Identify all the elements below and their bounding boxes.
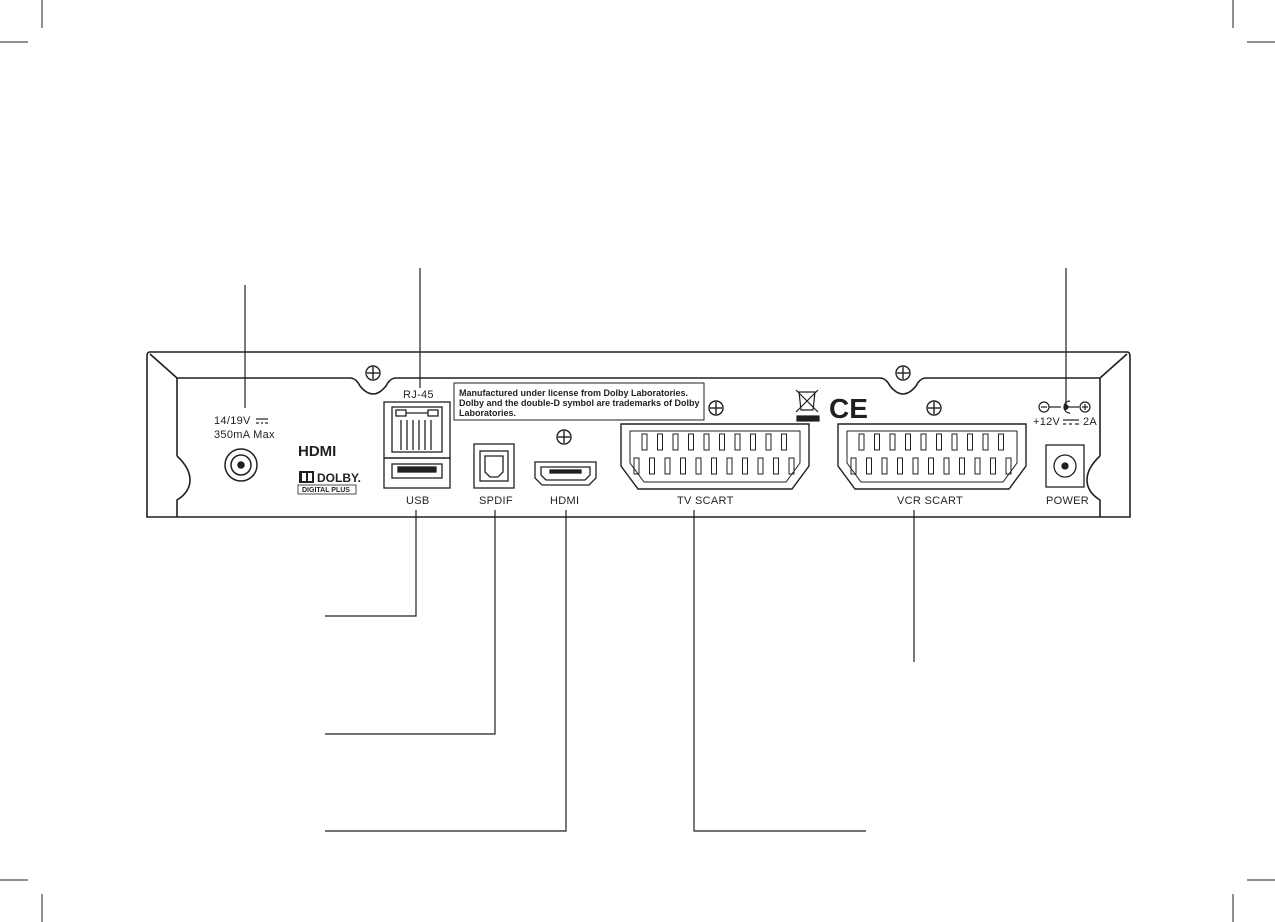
scart-pin [757,457,764,475]
usb-port [383,457,451,489]
scart-pin [633,457,640,475]
hdmi-port [534,461,597,486]
scart-pin [695,457,702,475]
screw-icon [365,365,381,381]
lnb-current-label: 350mA Max [214,429,275,441]
vcr-scart-pins [850,433,1012,475]
scart-pin [897,457,903,475]
callout-leader-lines [244,268,1067,832]
leader-line-usb [325,510,417,617]
tv-scart-port [620,423,810,490]
screw-icon [708,400,724,416]
scart-pin [742,457,748,475]
power-label: POWER [1046,495,1089,507]
scart-pin [657,433,663,451]
scart-pin [982,433,989,451]
scart-pin [664,457,671,475]
scart-pin [881,457,888,475]
scart-pin [711,457,717,475]
scart-pin [866,457,872,475]
scart-pin [734,433,741,451]
scart-pin [641,433,648,451]
screw-icon [556,429,572,445]
spdif-label: SPDIF [479,495,513,507]
scart-pin [719,433,725,451]
scart-pin [850,457,857,475]
scart-pin [672,433,679,451]
dolby-logo: DOLBY. DIGITAL PLUS [297,471,361,495]
dc-symbol-icon [1063,419,1079,425]
device-chassis [146,351,1131,518]
scart-pin [649,457,655,475]
dolby-license-notice: Manufactured under license from Dolby La… [453,382,705,421]
notice-line-3: Laboratories. [459,408,516,418]
scart-pin [858,433,865,451]
dolby-brand-text: DOLBY. [317,471,361,485]
scart-pin [967,433,973,451]
hdmi-label: HDMI [550,495,579,507]
scart-pin [928,457,934,475]
vcr-scart-port [837,423,1027,490]
dolby-sub-text: DIGITAL PLUS [302,487,350,494]
scart-pin [912,457,919,475]
scart-pin [959,457,965,475]
power-jack [1045,444,1085,488]
ce-mark: CE [829,393,868,424]
lnb-voltage-label: 14/19V [214,415,251,427]
scart-pin [920,433,927,451]
usb-label: USB [406,495,430,507]
tv-scart-pins [633,433,795,475]
tv-scart-label: TV SCART [677,495,734,507]
scart-pin [974,457,981,475]
scart-pin [905,433,911,451]
scart-pin [726,457,733,475]
power-polarity-icon [1038,400,1091,414]
scart-pin [773,457,779,475]
scart-pin [703,433,710,451]
leader-line-hdmi [325,510,567,832]
vcr-scart-label: VCR SCART [897,495,963,507]
hdmi-logo: HDMI [298,443,336,460]
scart-pin [765,433,772,451]
notice-line-1: Manufactured under license from Dolby La… [459,388,688,398]
screw-icon [926,400,942,416]
screw-icon [895,365,911,381]
scart-pin [1005,457,1012,475]
scart-pin [680,457,686,475]
rj45-label: RJ-45 [403,389,434,401]
scart-pin [990,457,996,475]
spdif-port [473,443,515,489]
power-spec-current: 2A [1083,416,1097,428]
scart-pin [781,433,787,451]
rj45-port [383,401,451,459]
scart-pin [998,433,1004,451]
scart-pin [889,433,896,451]
power-spec-voltage: +12V [1033,416,1061,428]
notice-line-2: Dolby and the double-D symbol are tradem… [459,398,700,408]
dc-symbol-icon [256,418,268,424]
scart-pin [943,457,950,475]
scart-pin [688,433,694,451]
scart-pin [788,457,795,475]
scart-pin [936,433,942,451]
scart-pin [951,433,958,451]
leader-line-spdif [325,510,496,735]
weee-bin-icon [795,389,820,422]
scart-pin [874,433,880,451]
leader-line-tv-scart [693,510,866,832]
scart-pin [750,433,756,451]
lnb-in-connector [224,448,258,482]
